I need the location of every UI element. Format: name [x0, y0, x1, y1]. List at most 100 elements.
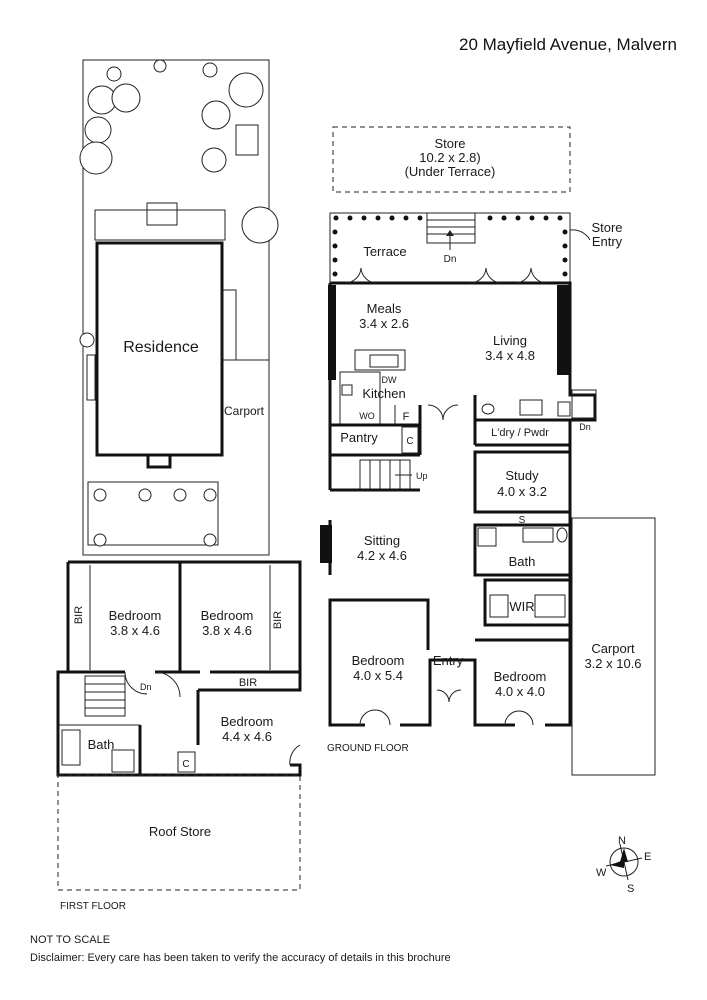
cooktop	[369, 354, 399, 368]
garden-steps	[146, 202, 178, 226]
vanity	[522, 527, 554, 543]
balustrade-post	[403, 215, 409, 221]
balustrade-post	[361, 215, 367, 221]
balustrade-post	[389, 215, 395, 221]
site-terrace	[94, 209, 226, 241]
bedroom-b-size: 3.8 x 4.6	[202, 623, 252, 638]
study-label: Study	[505, 468, 539, 483]
compass-n: N	[618, 835, 626, 847]
dw-label: DW	[382, 375, 397, 385]
balustrade-post	[347, 215, 353, 221]
sink	[341, 384, 353, 396]
compass-w: W	[596, 867, 607, 879]
bir-right-label: BIR	[272, 611, 284, 629]
bedroom-c-size: 4.4 x 4.6	[222, 729, 272, 744]
bir-hall-label: BIR	[239, 677, 257, 689]
bedroom-a-size: 3.8 x 4.6	[110, 623, 160, 638]
balustrade-post	[562, 271, 568, 277]
kitchen-bench	[354, 349, 406, 371]
balustrade-post	[515, 215, 521, 221]
site-rack	[86, 354, 96, 401]
toilet	[481, 403, 495, 415]
living-size: 3.4 x 4.8	[485, 348, 535, 363]
wir-walls	[483, 578, 572, 627]
laundry-cupboard	[557, 401, 571, 417]
balustrade-post	[332, 271, 338, 277]
terrace-dn-label: Dn	[444, 254, 457, 265]
site-porch	[146, 453, 172, 469]
roof-store-label: Roof Store	[149, 824, 211, 839]
balustrade-post	[557, 215, 563, 221]
kitchen-label: Kitchen	[362, 386, 405, 401]
store-outline	[332, 126, 571, 193]
garden-trees	[79, 59, 279, 348]
site-side-path	[221, 289, 237, 361]
carport-size: 3.2 x 10.6	[584, 656, 641, 671]
terrace-label: Terrace	[363, 244, 406, 259]
study-walls	[473, 450, 572, 514]
bir-left-label: BIR	[73, 606, 85, 624]
store-entry-line2: Entry	[592, 234, 623, 249]
balustrade-post	[543, 215, 549, 221]
balustrade-post	[332, 243, 338, 249]
first-floor-bath-label: Bath	[88, 737, 115, 752]
balustrade-post	[332, 257, 338, 263]
bedroom-a-label: Bedroom	[109, 608, 162, 623]
terrace-balustrade-dots	[332, 215, 568, 277]
entry-label: Entry	[433, 653, 464, 668]
study-s-label: S	[519, 515, 526, 526]
bedroom-b-label: Bedroom	[201, 608, 254, 623]
balustrade-post	[333, 215, 339, 221]
bedroom2-label: Bedroom	[494, 669, 547, 684]
balustrade-post	[332, 229, 338, 235]
pantry-label: Pantry	[340, 430, 378, 445]
balustrade-post	[562, 243, 568, 249]
wir-label: WIR	[509, 599, 534, 614]
site-plan: Residence Carport	[79, 59, 279, 556]
up-label: Up	[416, 471, 428, 481]
carport-label: Carport	[591, 641, 635, 656]
compass-s: S	[627, 883, 634, 895]
first-floor-plan: BIR BIR Bedroom 3.8 x 4.6 Bedroom 3.8 x …	[56, 560, 302, 912]
garden-planter	[235, 124, 259, 156]
first-floor-c-label: C	[182, 759, 189, 770]
wo-label: WO	[359, 411, 375, 421]
sitting-label: Sitting	[364, 533, 400, 548]
living-label: Living	[493, 333, 527, 348]
address-title: 20 Mayfield Avenue, Malvern	[459, 35, 677, 54]
first-floor-caption: FIRST FLOOR	[60, 901, 126, 912]
balustrade-post	[529, 215, 535, 221]
compass-e: E	[644, 851, 651, 863]
compass-rose: N E S W	[596, 835, 651, 895]
meals-size: 3.4 x 2.6	[359, 316, 409, 331]
site-boundary	[82, 59, 270, 556]
first-floor-stair	[84, 675, 126, 717]
bedroom2-size: 4.0 x 4.0	[495, 684, 545, 699]
balustrade-post	[562, 229, 568, 235]
laundry-tub	[519, 399, 543, 416]
study-size: 4.0 x 3.2	[497, 484, 547, 499]
store-size: 10.2 x 2.8)	[419, 150, 480, 165]
roof-store-outline	[57, 774, 301, 891]
balustrade-post	[501, 215, 507, 221]
site-carport-label: Carport	[224, 404, 265, 418]
carport-area	[571, 517, 656, 776]
first-floor-dn-label: Dn	[140, 682, 152, 692]
disclaimer: Disclaimer: Every care has been taken to…	[30, 952, 451, 964]
cupboard	[401, 426, 419, 454]
ground-floor-caption: GROUND FLOOR	[327, 743, 409, 754]
bath-walls	[473, 523, 572, 577]
site-residence-label: Residence	[123, 339, 199, 356]
cupboard-label: C	[406, 436, 413, 447]
site-front-garden	[87, 481, 219, 546]
store-entry-line1: Store	[591, 220, 622, 235]
meals-label: Meals	[367, 301, 402, 316]
terrace-steps	[426, 212, 476, 244]
bedroom1-label: Bedroom	[352, 653, 405, 668]
store-label: Store	[434, 136, 465, 151]
side-dn-label: Dn	[579, 422, 591, 432]
sitting-size: 4.2 x 4.6	[357, 548, 407, 563]
balustrade-post	[562, 257, 568, 263]
bedroom-c-label: Bedroom	[221, 714, 274, 729]
